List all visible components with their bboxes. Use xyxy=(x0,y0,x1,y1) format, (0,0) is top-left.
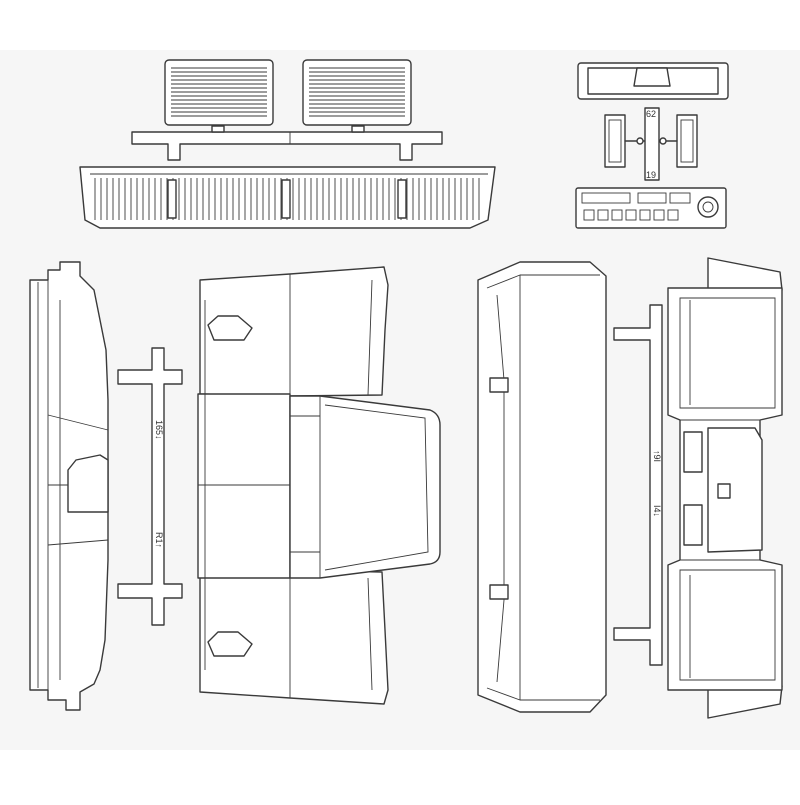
rear-body xyxy=(667,257,783,719)
sprue-right-bottom-label: I4↓ xyxy=(652,505,662,517)
dashboard-panel xyxy=(79,166,496,229)
roof-panel xyxy=(477,261,607,713)
sprue-left-bottom-label: R1↑ xyxy=(154,532,164,548)
floor-pan xyxy=(197,266,441,705)
sprue-left-top-label: 165↓ xyxy=(154,420,164,440)
seat-rail xyxy=(131,125,443,161)
small-sprue: 62 19 xyxy=(604,107,698,181)
small-sprue-top-label: 62 xyxy=(646,109,656,119)
small-sprue-bottom-label: 19 xyxy=(646,170,656,180)
seat-left xyxy=(164,59,274,126)
rear-bar xyxy=(577,62,729,100)
seat-right xyxy=(302,59,412,126)
sprue-right-top-label: ↑9I xyxy=(652,450,662,462)
sprue-left: 165↓ R1↑ xyxy=(117,347,183,626)
door-side-panel xyxy=(29,261,109,711)
sprue-right: ↑9I I4↓ xyxy=(613,304,663,666)
radio-unit xyxy=(575,187,727,229)
